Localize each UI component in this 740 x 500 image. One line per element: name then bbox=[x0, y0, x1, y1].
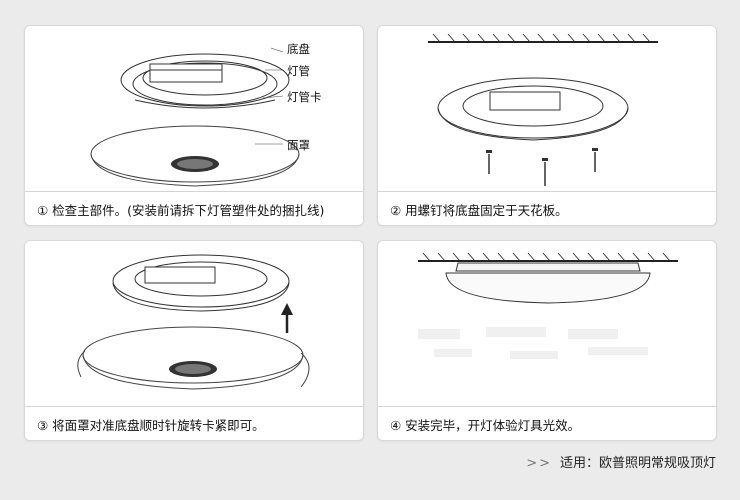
step-1-panel: 底盘 灯管 灯管卡 面罩 ① 检查主部件。(安装前请拆下灯管塑件处的捆扎线) bbox=[24, 25, 364, 226]
footer-arrows: >> bbox=[526, 456, 552, 471]
parts-illustration bbox=[90, 47, 300, 187]
label-tube: 灯管 bbox=[287, 64, 310, 78]
step-3-caption: ③ 将面罩对准底盘顺时针旋转卡紧即可。 bbox=[37, 418, 265, 433]
step-4-caption: ④ 安装完毕，开灯体验灯具光效。 bbox=[390, 418, 581, 433]
step-2-panel: ② 用螺钉将底盘固定于天花板。 bbox=[377, 25, 717, 226]
ceiling-mount-illustration bbox=[428, 33, 658, 186]
finished-lamp-illustration bbox=[418, 252, 678, 359]
label-base: 底盘 bbox=[287, 42, 310, 56]
step-3-caption-bar: ③ 将面罩对准底盘顺时针旋转卡紧即可。 bbox=[25, 406, 363, 440]
step-4-panel: ④ 安装完毕，开灯体验灯具光效。 bbox=[377, 240, 717, 441]
step-4-caption-bar: ④ 安装完毕，开灯体验灯具光效。 bbox=[378, 406, 716, 440]
label-clip: 灯管卡 bbox=[287, 90, 322, 104]
footer-note: >> 适用：欧普照明常规吸顶灯 bbox=[526, 452, 716, 471]
step-2-caption-bar: ② 用螺钉将底盘固定于天花板。 bbox=[378, 191, 716, 225]
cover-rotate-illustration bbox=[77, 254, 310, 390]
step-3-panel: ③ 将面罩对准底盘顺时针旋转卡紧即可。 bbox=[24, 240, 364, 441]
footer-text: 适用：欧普照明常规吸顶灯 bbox=[559, 456, 716, 471]
step-1-caption-bar: ① 检查主部件。(安装前请拆下灯管塑件处的捆扎线) bbox=[25, 191, 363, 225]
step-1-caption: ① 检查主部件。(安装前请拆下灯管塑件处的捆扎线) bbox=[37, 203, 325, 218]
step-2-caption: ② 用螺钉将底盘固定于天花板。 bbox=[390, 203, 568, 218]
label-cover: 面罩 bbox=[287, 138, 310, 152]
